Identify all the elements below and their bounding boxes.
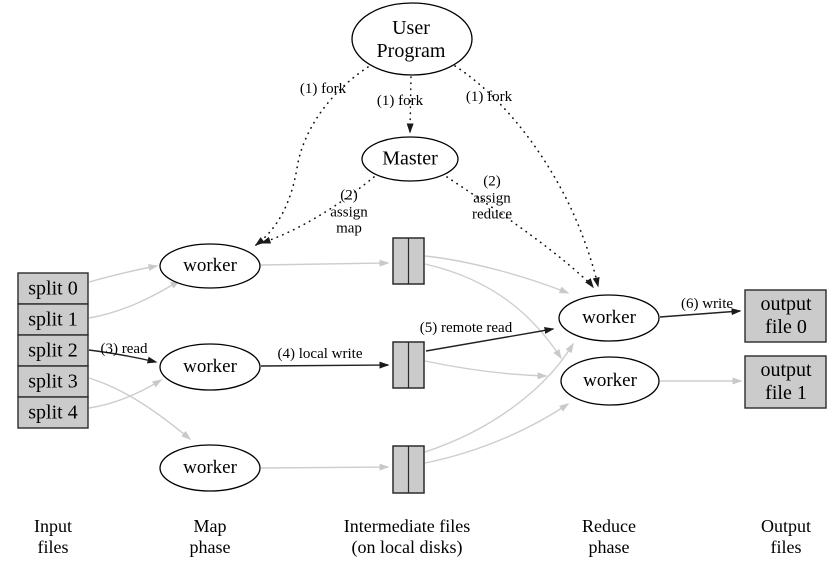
edge-split4-worker2 [88,379,163,409]
edge-remote-read [425,327,555,352]
split-1-label: split 1 [28,308,78,331]
edge-assign-map [260,176,375,244]
split-2-box [17,334,89,367]
edge-if1-reduce1 [424,255,570,294]
reduce-worker-1-label: worker [582,307,636,329]
fork-middle-label: (1) fork [376,92,424,109]
edge-fork-worker1 [254,66,369,246]
output-file-1-box [744,355,827,409]
intermediate-file-1-icon [392,237,425,285]
edge-assign-reduce [446,176,594,289]
map-worker-3-label: worker [183,457,237,479]
edge-read [88,349,158,364]
ellipse-nodes [159,2,660,492]
user-program-label: User Program [376,17,446,62]
split-1-box [17,303,89,336]
fork-right-label: (1) fork [465,88,513,105]
remote-read-label: (5) remote read [419,319,513,336]
input-files-caption: Input files [34,515,72,557]
edge-if2-reduce2 [424,360,548,380]
split-4-box [17,396,89,429]
map-phase-caption: Map phase [189,515,231,557]
output-files [744,289,827,409]
map-worker-1-node [159,243,261,289]
split-3-box [17,365,89,398]
map-worker-2-node [159,343,261,391]
local-write-label: (4) local write [277,345,363,362]
edge-fork-reduce1 [454,65,600,288]
read-label: (3) read [100,340,148,357]
reduce-phase-caption: Reduce phase [582,515,636,557]
assign-reduce-label: (2) assign reduce [472,173,512,223]
edge-split1-worker1 [88,280,181,319]
intermediate-file-2-icon [392,341,425,389]
output-file-1-label: output file 1 [760,359,812,404]
intermediate-files [392,237,425,494]
master-node [361,136,459,182]
master-label: Master [382,147,438,170]
map-worker-3-node [159,444,261,492]
write-label: (6) write [680,295,734,312]
split-2-label: split 2 [28,339,78,362]
black-edges [88,308,742,369]
reduce-worker-2-node [560,356,660,406]
input-splits [17,272,89,429]
edge-split0-worker1 [88,264,159,283]
edge-write [659,308,742,318]
edge-worker1-if1 [260,259,390,267]
split-0-label: split 0 [28,277,78,300]
edge-split3-worker3 [88,377,192,440]
assign-map-label: (2) assign map [330,187,368,237]
edge-if3-reduce2 [424,403,570,464]
edge-worker3-if3 [260,463,390,471]
intermediate-file-3-icon [392,445,425,494]
edge-if3-reduce1 [424,342,574,453]
dotted-edges [254,65,600,289]
reduce-worker-2-label: worker [583,370,637,392]
output-files-caption: Output files [760,515,812,557]
split-0-box [17,272,89,305]
fork-left-label: (1) fork [299,80,347,97]
user-program-node [351,2,473,76]
map-worker-2-label: worker [183,356,237,378]
output-file-0-box [744,289,827,343]
output-file-0-label: output file 0 [760,293,812,338]
intermediate-files-caption: Intermediate files (on local disks) [343,515,471,557]
edge-if1-reduce2 [424,263,562,360]
split-3-label: split 3 [28,370,78,393]
split-4-label: split 4 [28,401,78,424]
map-worker-1-label: worker [183,255,237,277]
gray-edges [88,255,743,471]
edge-local-write [260,361,390,369]
reduce-worker-1-node [558,294,660,342]
